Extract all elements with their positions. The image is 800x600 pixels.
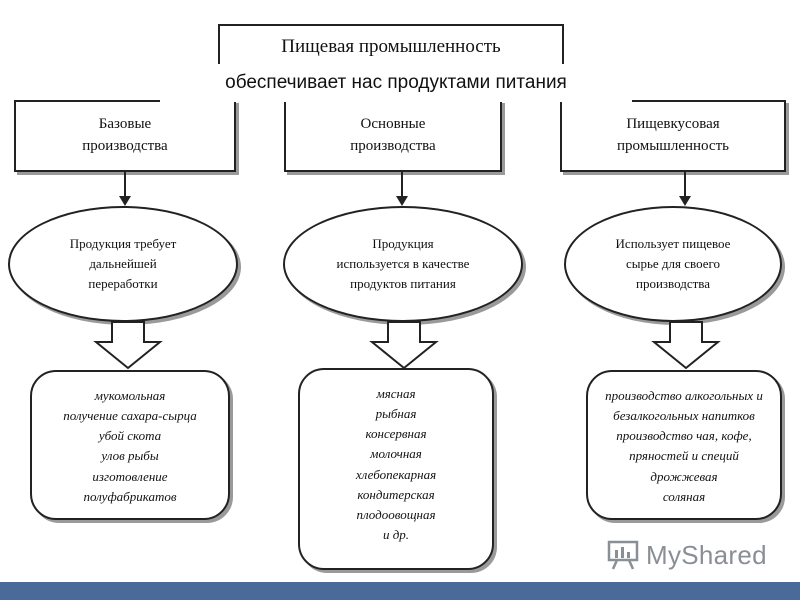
category-label: Базовые производства — [82, 116, 168, 154]
arrow-shaft — [124, 172, 126, 198]
list-item: рыбная — [375, 406, 417, 422]
description-ellipse-base: Продукция требует дальнейшей переработки — [8, 206, 238, 322]
list-item: убой скота — [98, 428, 162, 444]
list-item: полуфабрикатов — [83, 488, 177, 504]
list-item: плодоовощная — [356, 506, 436, 522]
category-box-flavoring: Пищевкусовая промышленность — [560, 100, 786, 172]
category-label: Основные производства — [350, 116, 436, 154]
subtitle-banner: обеспечивает нас продуктами питания — [160, 64, 632, 102]
list-item: мясная — [376, 386, 416, 401]
hollow-arrow-icon — [651, 321, 721, 370]
list-item: соляная — [662, 488, 706, 504]
list-item: производство алкогольных и — [605, 388, 763, 403]
list-item: молочная — [370, 446, 422, 462]
category-label: Пищевкусовая промышленность — [617, 116, 729, 154]
watermark-text: MyShared — [646, 539, 767, 570]
list-item: изготовление — [92, 468, 168, 484]
arrow-down-icon — [396, 196, 408, 206]
arrow-down-icon — [679, 196, 691, 206]
presentation-board-icon — [607, 540, 639, 570]
list-item: консервная — [365, 426, 427, 442]
arrow-shaft — [401, 172, 403, 198]
description-text: Продукция требует дальнейшей переработки — [69, 235, 177, 292]
category-box-base: Базовые производства — [14, 100, 236, 172]
description-text: Использует пищевое сырье для своего прои… — [615, 235, 731, 292]
list-item: кондитерская — [357, 486, 435, 502]
diagram-title: Пищевая промышленность — [281, 36, 501, 57]
list-item: улов рыбы — [101, 448, 159, 464]
category-box-main: Основные производства — [284, 100, 502, 172]
watermark-logo: MyShared — [606, 538, 767, 572]
list-item: получение сахара-сырца — [63, 408, 197, 424]
list-item: безалкогольных напитков — [613, 408, 755, 424]
arrow-shaft — [684, 172, 686, 198]
list-item: производство чая, кофе, — [616, 428, 752, 444]
bottom-bar — [0, 582, 800, 600]
list-item: хлебопекарная — [355, 466, 437, 482]
description-ellipse-main: Продукция используется в качестве продук… — [283, 206, 523, 322]
subtitle-text: обеспечивает нас продуктами питания — [225, 72, 567, 93]
list-item: мукомольная — [94, 388, 166, 403]
arrow-down-icon — [119, 196, 131, 206]
description-ellipse-flavoring: Использует пищевое сырье для своего прои… — [564, 206, 782, 322]
list-item: дрожжевая — [650, 468, 718, 484]
list-item: и др. — [382, 526, 410, 542]
items-box-flavoring: производство алкогольных и безалкогольны… — [586, 370, 782, 520]
hollow-arrow-icon — [93, 321, 163, 370]
list-item: пряностей и специй — [629, 448, 739, 464]
hollow-arrow-icon — [369, 321, 439, 370]
items-box-main: мясная рыбная консервная молочная хлебоп… — [298, 368, 494, 570]
items-box-base: мукомольная получение сахара-сырца убой … — [30, 370, 230, 520]
description-text: Продукция используется в качестве продук… — [336, 235, 470, 292]
